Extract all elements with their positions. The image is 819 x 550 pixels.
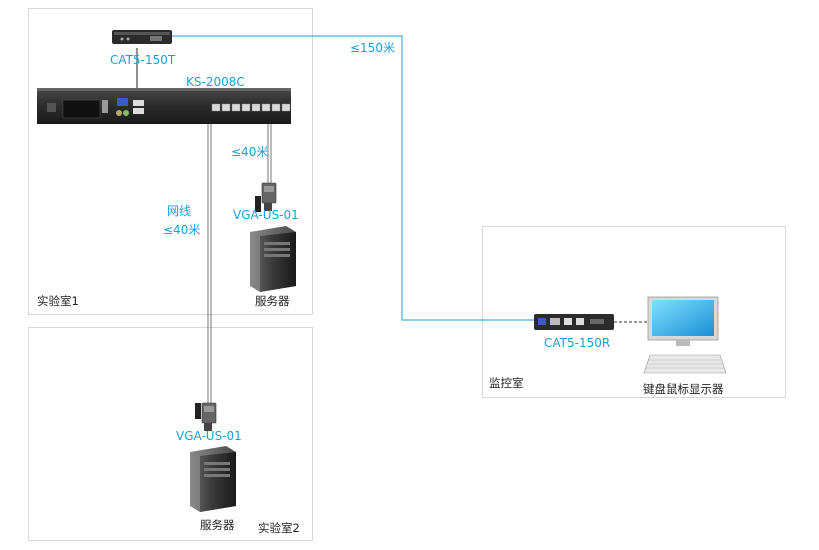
transmitter-label: CAT5-150T [110, 53, 176, 67]
cable-distance-label: ≤40米 [163, 223, 201, 237]
room-monitor-label: 监控室 [489, 376, 524, 390]
long-distance-label: ≤150米 [350, 41, 395, 55]
link-long-distance [172, 35, 534, 321]
server-2-label: 服务器 [200, 518, 235, 532]
kvm-switch-device [37, 88, 291, 124]
server-adapter-1-device [255, 182, 277, 212]
server-adapter-1-label: VGA-US-01 [233, 208, 299, 222]
server-adapter-2-device [195, 402, 217, 431]
server-1-device [250, 226, 296, 292]
server-1-label: 服务器 [255, 294, 290, 308]
cable-label: 网线 [167, 204, 192, 218]
receiver-device [534, 314, 614, 330]
console-device [643, 296, 727, 374]
kvm-switch-label: KS-2008C [186, 75, 245, 89]
receiver-label: CAT5-150R [544, 336, 611, 350]
server-adapter-2-label: VGA-US-01 [176, 429, 242, 443]
console-label: 键盘鼠标显示器 [643, 382, 724, 396]
room-lab2 [28, 327, 313, 541]
transmitter-device [112, 30, 172, 44]
room-lab2-label: 实验室2 [258, 521, 300, 535]
room-lab1-label: 实验室1 [37, 294, 79, 308]
server-2-device [190, 446, 236, 512]
room-monitor [482, 226, 786, 398]
adapter-distance-label: ≤40米 [231, 145, 269, 159]
